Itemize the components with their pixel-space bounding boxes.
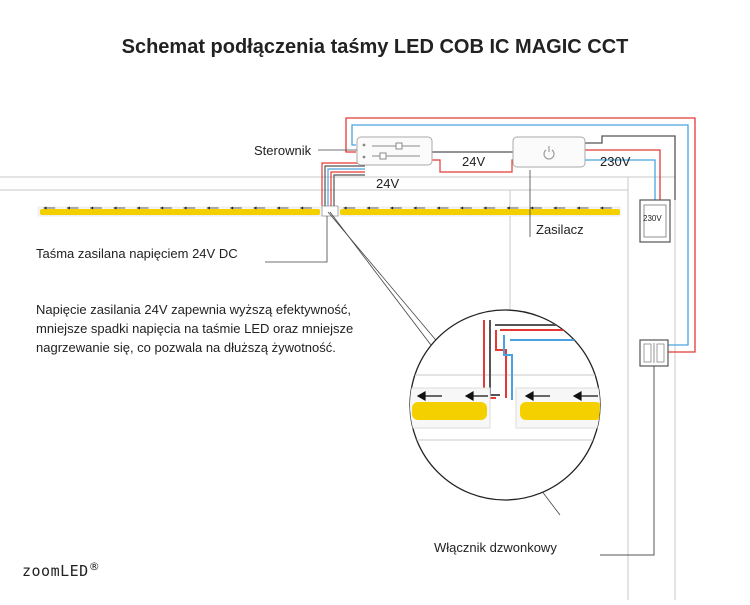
strip-arrow-head — [276, 206, 280, 210]
strip-arrow-head — [483, 206, 487, 210]
strip-arrow-head — [553, 206, 557, 210]
strip-arrow-head — [136, 206, 140, 210]
strip-arrow-head — [366, 206, 370, 210]
controller-device — [356, 136, 433, 166]
note-line-1: Napięcie zasilania 24V zapewnia wyższą e… — [36, 302, 352, 317]
led-band — [40, 209, 320, 215]
strip-arrow-head — [113, 206, 117, 210]
wire-switch-down — [600, 366, 655, 556]
led-strip-left — [40, 206, 320, 215]
label-24v-bottom: 24V — [376, 176, 400, 191]
strip-arrow-head — [160, 206, 164, 210]
strip-arrow-head — [530, 206, 534, 210]
label-power-supply: Zasilacz — [536, 222, 584, 237]
logo-text: zoomLED — [22, 562, 89, 580]
strip-arrow-head — [183, 206, 187, 210]
strip-arrow-head — [600, 206, 604, 210]
label-socket-230v: 230V — [643, 214, 662, 223]
led-band — [340, 209, 620, 215]
wires-controller-strip — [321, 162, 365, 206]
led-strip-right — [340, 206, 620, 215]
page-title: Schemat podłączenia taśmy LED COB IC MAG… — [121, 36, 629, 58]
strip-arrow-head — [390, 206, 394, 210]
power-supply-device — [512, 136, 586, 168]
strip-arrow-head — [413, 206, 417, 210]
strip-arrow-head — [576, 206, 580, 210]
strip-arrow-head — [460, 206, 464, 210]
wires-controller-psu — [432, 151, 513, 173]
label-controller: Sterownik — [254, 143, 312, 158]
strip-arrow-head — [436, 206, 440, 210]
arrow-left-icon — [416, 390, 598, 402]
strip-arrow-head — [206, 206, 210, 210]
strip-arrow-head — [300, 206, 304, 210]
strip-arrow-head — [506, 206, 510, 210]
brand-logo: zoomLED® — [22, 560, 100, 580]
strip-connector — [321, 205, 339, 217]
info-note: Napięcie zasilania 24V zapewnia wyższą e… — [36, 300, 416, 357]
label-230v: 230V — [600, 154, 631, 169]
strip-arrow-head — [230, 206, 234, 210]
wires-mains — [345, 117, 696, 353]
zoom-detail — [409, 309, 601, 501]
strip-arrow-head — [90, 206, 94, 210]
note-line-2: mniejsze spadki napięcia na taśmie LED o… — [36, 321, 354, 336]
label-doorbell-switch: Włącznik dzwonkowy — [434, 540, 557, 555]
strip-arrow-head — [66, 206, 70, 210]
logo-mark: ® — [88, 560, 101, 573]
note-line-3: nagrzewanie się, co pozwala na dłuższą ż… — [36, 340, 336, 355]
label-strip: Taśma zasilana napięciem 24V DC — [36, 246, 238, 261]
strip-arrow-head — [43, 206, 47, 210]
strip-arrow-head — [253, 206, 257, 210]
label-24v-top: 24V — [462, 154, 486, 169]
doorbell-switch-device — [639, 339, 669, 367]
socket-230v — [639, 199, 671, 243]
power-icon — [543, 146, 555, 160]
strip-arrow-head — [343, 206, 347, 210]
